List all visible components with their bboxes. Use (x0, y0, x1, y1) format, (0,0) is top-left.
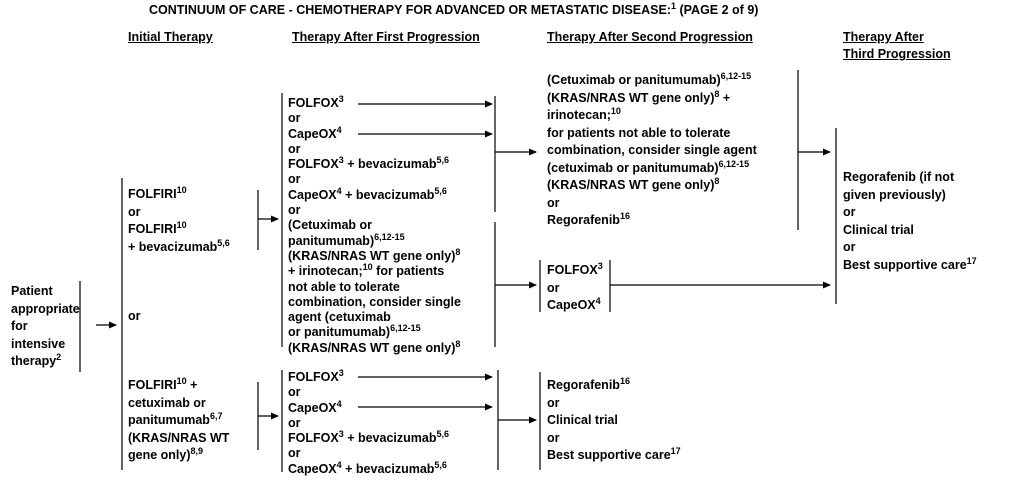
header-initial-therapy: Initial Therapy (128, 30, 213, 44)
third-progression-options: Regorafenib (if not given previously) or… (843, 170, 977, 272)
patient-criteria: Patient appropriate for intensive therap… (11, 284, 80, 368)
first-progression-options-b: FOLFOX3 or CapeOX4 or FOLFOX3 + bevacizu… (288, 367, 449, 476)
second-progression-options-a: (Cetuximab or panitumumab)6,12-15 (KRAS/… (547, 70, 757, 227)
initial-or-separator: or (128, 309, 141, 323)
initial-option-folfiri-egfr: FOLFIRI10 + cetuximab or panitumumab6,7 … (128, 375, 230, 462)
initial-option-folfiri: FOLFIRI10 or FOLFIRI10 + bevacizumab5,6 (128, 184, 230, 254)
header-second-progression: Therapy After Second Progression (547, 30, 753, 44)
header-third-progression-line1: Therapy After (843, 30, 924, 44)
first-progression-options-a: FOLFOX3 or CapeOX4 or FOLFOX3 + bevacizu… (288, 93, 461, 355)
header-third-progression-line2: Third Progression (843, 47, 951, 61)
header-first-progression: Therapy After First Progression (292, 30, 480, 44)
second-progression-options-b: FOLFOX3 or CapeOX4 (547, 260, 603, 312)
page-title: CONTINUUM OF CARE - CHEMOTHERAPY FOR ADV… (149, 0, 759, 17)
second-progression-options-c: Regorafenib16 or Clinical trial or Best … (547, 375, 681, 462)
